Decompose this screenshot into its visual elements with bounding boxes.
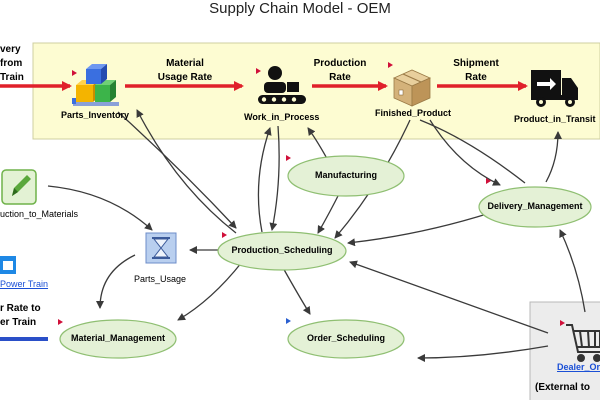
flow-label-material-usage-rate: Material Usage Rate: [145, 57, 225, 85]
finished-product-icon: [393, 69, 431, 107]
truck-icon: [531, 70, 578, 107]
material-management-ellipse: [59, 319, 177, 359]
flow-label-line: Shipment: [453, 58, 499, 69]
cart-icon: [566, 324, 600, 362]
dealer-orders-link[interactable]: Dealer_Or: [557, 362, 600, 372]
stock-label-work-in-process[interactable]: Work_in_Process: [244, 112, 320, 122]
connector: [317, 191, 341, 234]
blue-marker: [286, 318, 291, 324]
stock-flow-panel: [32, 42, 600, 140]
flow-label-line: Material: [166, 58, 204, 69]
connector: [269, 125, 280, 231]
connector: [177, 261, 243, 321]
flow-label-production-rate: Production Rate: [300, 57, 380, 85]
flow-label-line: er Train: [0, 317, 37, 328]
parts-inventory-icon: [72, 64, 119, 106]
node-label-manufacturing[interactable]: Manufacturing: [315, 170, 377, 180]
pencil-icon: [1, 169, 37, 205]
flow-label-line: from: [0, 58, 23, 69]
stock-label-finished-product[interactable]: Finished_Product: [375, 108, 452, 118]
external-label: (External to: [535, 382, 591, 393]
window-icon: [0, 256, 16, 274]
order-scheduling-ellipse: [287, 319, 405, 359]
train-link-bar: [0, 337, 48, 341]
flow-label-line: very: [0, 44, 21, 55]
node-label-material-management[interactable]: Material_Management: [70, 333, 166, 343]
connector: [559, 229, 586, 313]
work-in-process-icon: [258, 66, 306, 104]
connector: [117, 111, 237, 229]
connectors: [47, 109, 586, 362]
connector: [417, 345, 549, 362]
node-label-order-scheduling[interactable]: Order_Scheduling: [306, 333, 386, 343]
connector: [281, 265, 311, 315]
node-label-parts-usage[interactable]: Parts_Usage: [134, 274, 187, 284]
flow-label-line: Rate: [329, 72, 351, 83]
connector: [419, 119, 526, 184]
connector: [545, 131, 562, 183]
node-label-delivery-management[interactable]: Delivery_Management: [487, 201, 583, 211]
flow-label-line: r Rate to: [0, 303, 41, 314]
hourglass-icon: [145, 232, 177, 264]
flow-label-delivery: very from Train: [0, 43, 30, 85]
connector: [349, 260, 549, 334]
node-label-production-to-materials[interactable]: uction_to_Materials: [0, 209, 79, 219]
connector: [347, 212, 491, 247]
stock-label-parts-inventory[interactable]: Parts_Inventory: [61, 110, 130, 120]
connector: [136, 109, 237, 234]
flow-label-line: Rate: [465, 72, 487, 83]
flow-label-line: Train: [0, 72, 24, 83]
flow-label-shipment-rate: Shipment Rate: [436, 57, 516, 85]
connector: [47, 185, 153, 231]
power-train-link[interactable]: Power Train: [0, 279, 49, 289]
connector: [429, 119, 501, 186]
red-markers: [58, 62, 565, 326]
flow-label-line: Production: [313, 58, 367, 69]
delivery-management-ellipse: [478, 186, 592, 228]
connector: [96, 254, 136, 309]
flow-label-line: Usage Rate: [157, 72, 213, 83]
manufacturing-ellipse: [287, 155, 405, 197]
node-label-production-scheduling[interactable]: Production_Scheduling: [231, 245, 333, 255]
flow-label-rate-to-train: r Rate to er Train: [0, 302, 44, 330]
diagram-title: Supply Chain Model - OEM: [209, 0, 391, 17]
production-scheduling-ellipse: [217, 231, 347, 271]
connector: [257, 127, 272, 233]
stock-label-product-in-transit[interactable]: Product_in_Transit: [514, 114, 596, 124]
